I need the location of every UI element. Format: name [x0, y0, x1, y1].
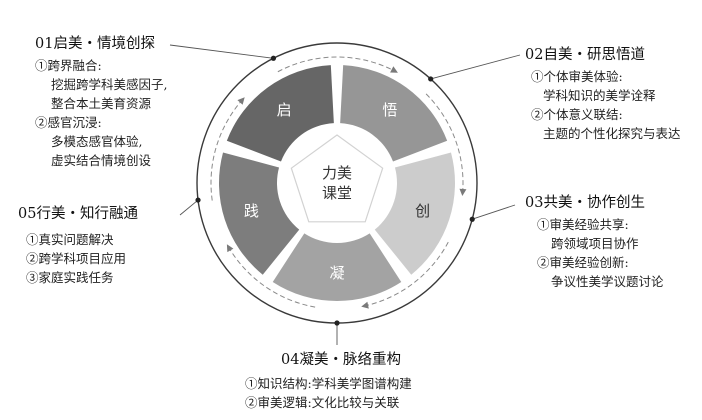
flow-arrowhead-4 [226, 244, 234, 253]
leader-line-2 [430, 54, 521, 80]
ring-dot-1 [270, 55, 277, 61]
stage-2-item: ①个体审美体验: [531, 69, 623, 84]
stage-5-item: ③家庭实践任务 [26, 270, 114, 285]
ring-segment-3 [374, 152, 455, 275]
stage-2-item: ②个体意义联结: [531, 107, 623, 122]
flow-arrows [210, 56, 467, 309]
stage-1-item: 虚实结合情境创设 [51, 153, 152, 168]
segment-label-1: 启 [277, 101, 292, 119]
flow-arc-4 [227, 245, 316, 308]
stage-title-4: 04凝美・脉络重构 [281, 352, 401, 368]
center-pentagon [290, 134, 384, 223]
stage-4-item: ②审美逻辑:文化比较与关联 [245, 395, 400, 410]
flow-arrowhead-2 [459, 188, 467, 196]
ring-dot-5 [195, 197, 201, 203]
stage-3-item: 争议性美学议题讨论 [551, 274, 664, 289]
stage-title-3: 03共美・协作创生 [525, 195, 645, 211]
stage-block-4: 04凝美・脉络重构 ①知识结构:学科美学图谱构建 ②审美逻辑:文化比较与关联 [245, 350, 412, 412]
flow-arc-5 [210, 98, 244, 201]
ring-segment-1 [226, 65, 334, 162]
stage-3-item: ①审美经验共享: [537, 217, 629, 232]
stage-5-item: ②跨学科项目应用 [26, 251, 127, 266]
stage-title-2: 02自美・研思悟道 [525, 47, 645, 63]
leader-line-1 [169, 44, 274, 59]
stage-block-1: 01启美・情境创探 ①跨界融合: 挖掘跨学科美感因子, 整合本土美育资源 ②感官… [35, 34, 167, 170]
stage-1-item: 整合本土美育资源 [51, 96, 152, 111]
ring-dot-2 [428, 76, 434, 82]
stage-2-item: 主题的个性化探究与表达 [543, 126, 681, 141]
stage-title-1: 01启美・情境创探 [35, 36, 155, 52]
leader-line-3 [472, 204, 516, 220]
ring-segment-4 [272, 233, 402, 301]
stage-3-item: 跨领域项目协作 [551, 236, 639, 251]
segment-label-5: 践 [244, 202, 259, 220]
segment-label-3: 创 [415, 202, 430, 220]
stage-1-item: 挖掘跨学科美感因子, [51, 77, 168, 92]
center-label-line2: 课堂 [322, 184, 352, 202]
ring-dot-3 [469, 216, 475, 222]
stage-title-5: 05行美・知行融通 [18, 206, 138, 222]
segment-label-2: 悟 [382, 101, 397, 119]
flow-arrowhead-1 [390, 66, 398, 73]
flow-arc-3 [363, 241, 449, 307]
leader-lines [169, 44, 521, 345]
stage-3-item: ②审美经验创新: [537, 255, 629, 270]
stage-4-item: ①知识结构:学科美学图谱构建 [245, 376, 412, 391]
stage-block-2: 02自美・研思悟道 ①个体审美体验: 学科知识的美学诠释 ②个体意义联结: 主题… [525, 45, 681, 143]
ring-segment-5 [219, 152, 300, 275]
stage-5-item: ①真实问题解决 [26, 232, 114, 247]
segment-label-4: 凝 [329, 264, 344, 282]
stage-1-item: ①跨界融合: [35, 58, 102, 73]
center-label-line1: 力美 [322, 164, 352, 182]
flow-arrowhead-5 [237, 97, 245, 105]
leader-line-5 [179, 199, 199, 216]
segment-ring: 启 悟创凝 践 [219, 65, 455, 301]
flow-arrowhead-3 [361, 301, 369, 309]
flow-arc-2 [425, 93, 464, 195]
flow-arc-1 [277, 56, 397, 73]
ring-segment-2 [340, 65, 448, 162]
stage-1-item: 多模态感官体验, [51, 134, 143, 149]
ring-dot-4 [334, 320, 340, 326]
stage-block-3: 03共美・协作创生 ①审美经验共享: 跨领域项目协作 ②审美经验创新: 争议性美… [525, 193, 664, 291]
stage-1-item: ②感官沉浸: [35, 115, 102, 130]
stage-2-item: 学科知识的美学诠释 [543, 88, 656, 103]
stage-block-5: 05行美・知行融通 ①真实问题解决 ②跨学科项目应用 ③家庭实践任务 [18, 204, 138, 287]
